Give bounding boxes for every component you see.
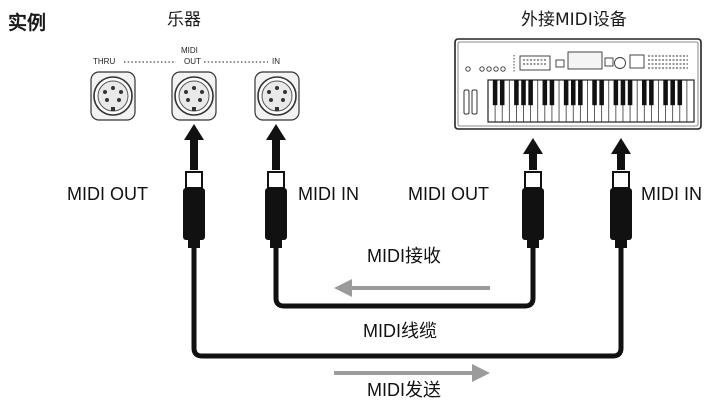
in-socket bbox=[254, 71, 300, 121]
up-arrow-device-in bbox=[611, 138, 631, 170]
device-midi-in-label: MIDI IN bbox=[641, 184, 702, 204]
black-key bbox=[663, 80, 668, 106]
device-midi-out-label: MIDI OUT bbox=[408, 184, 489, 204]
black-key bbox=[620, 80, 626, 106]
cable-receive bbox=[273, 247, 536, 309]
up-arrow-device-out bbox=[523, 138, 543, 170]
black-key bbox=[613, 80, 619, 106]
black-key bbox=[578, 80, 583, 106]
thru-socket bbox=[90, 71, 136, 121]
black-key bbox=[570, 80, 576, 106]
black-key bbox=[670, 80, 675, 106]
black-key bbox=[642, 80, 647, 106]
keyboard-control-panel bbox=[465, 51, 688, 72]
black-key bbox=[542, 80, 548, 106]
out-socket bbox=[171, 71, 217, 121]
instrument-midi-out-label: MIDI OUT bbox=[67, 184, 148, 204]
black-key bbox=[528, 80, 533, 106]
midi-receive-label: MIDI接收 bbox=[367, 246, 441, 266]
midi-port-group-label: MIDI bbox=[181, 46, 198, 55]
thru-port-label: THRU bbox=[93, 57, 116, 66]
keybed bbox=[487, 79, 695, 123]
black-key bbox=[521, 80, 526, 106]
plug-instrument-out bbox=[183, 171, 205, 248]
black-keys bbox=[492, 80, 683, 106]
instrument-title: 乐器 bbox=[167, 10, 201, 30]
plug-device-in bbox=[610, 171, 632, 248]
black-key bbox=[649, 80, 654, 106]
black-key bbox=[514, 80, 519, 106]
in-port-label: IN bbox=[272, 57, 280, 66]
external-device-title: 外接MIDI设备 bbox=[521, 10, 627, 30]
black-key bbox=[599, 80, 604, 106]
plug-device-out bbox=[522, 171, 544, 248]
plug-instrument-in bbox=[265, 171, 287, 248]
receive-flow-arrow bbox=[334, 279, 490, 297]
cable-send bbox=[191, 247, 624, 359]
midi-send-label: MIDI发送 bbox=[367, 380, 441, 400]
out-port-label: OUT bbox=[184, 57, 201, 66]
black-key bbox=[549, 80, 555, 106]
up-arrow-instrument-out bbox=[184, 124, 204, 170]
black-key bbox=[563, 80, 569, 106]
black-key bbox=[499, 80, 505, 106]
midi-cable-label: MIDI线缆 bbox=[363, 321, 437, 341]
black-key bbox=[492, 80, 498, 106]
example-heading: 实例 bbox=[8, 12, 47, 34]
black-key bbox=[627, 80, 633, 106]
up-arrow-instrument-in bbox=[266, 124, 286, 170]
instrument-midi-panel bbox=[90, 61, 300, 121]
black-key bbox=[592, 80, 597, 106]
external-keyboard bbox=[454, 38, 702, 130]
instrument-midi-in-label: MIDI IN bbox=[298, 184, 359, 204]
black-key bbox=[677, 80, 683, 106]
send-flow-arrow bbox=[334, 364, 490, 382]
